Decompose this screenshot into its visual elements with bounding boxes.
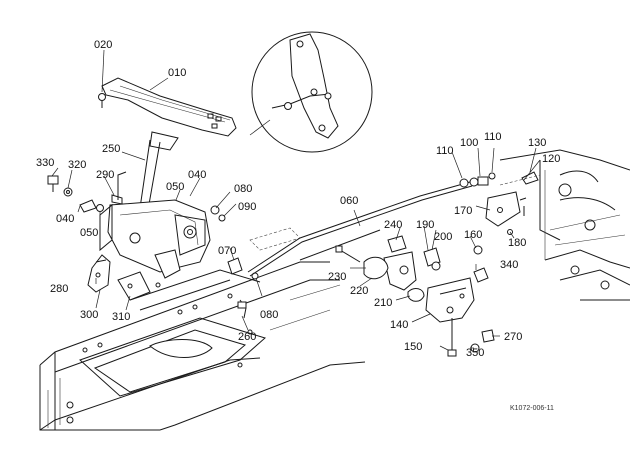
label-140: 140 xyxy=(390,319,408,331)
label-040-left: 040 xyxy=(56,213,74,225)
label-320: 320 xyxy=(68,159,86,171)
label-190: 190 xyxy=(416,219,434,231)
label-060: 060 xyxy=(340,195,358,207)
drawing-reference-code: K1072-006-11 xyxy=(510,405,554,412)
label-080-upper: 080 xyxy=(234,183,252,195)
brake-rod xyxy=(247,178,473,277)
label-260: 260 xyxy=(238,331,256,343)
label-050-left: 050 xyxy=(80,227,98,239)
label-290: 290 xyxy=(96,169,114,181)
label-040-center: 040 xyxy=(188,169,206,181)
label-350: 350 xyxy=(466,347,484,359)
label-300: 300 xyxy=(80,309,98,321)
chassis-frame xyxy=(39,227,366,431)
label-080-lower: 080 xyxy=(260,309,278,321)
label-160: 160 xyxy=(464,229,482,241)
label-280: 280 xyxy=(50,283,68,295)
label-130: 130 xyxy=(528,137,546,149)
label-240: 240 xyxy=(384,219,402,231)
center-assembly xyxy=(335,235,495,357)
label-100: 100 xyxy=(460,137,478,149)
label-340: 340 xyxy=(500,259,518,271)
label-110-left: 110 xyxy=(436,145,454,157)
label-120: 120 xyxy=(542,153,560,165)
label-020: 020 xyxy=(94,39,112,51)
leader-lines xyxy=(51,49,541,351)
lower-brackets xyxy=(87,254,161,301)
label-230: 230 xyxy=(328,271,346,283)
label-010: 010 xyxy=(168,67,186,79)
label-330: 330 xyxy=(36,157,54,169)
pedal-arm xyxy=(99,139,211,279)
label-210: 210 xyxy=(374,297,392,309)
label-310: 310 xyxy=(112,311,130,323)
right-linkage xyxy=(469,171,539,235)
left-fasteners xyxy=(47,93,123,213)
label-180: 180 xyxy=(508,237,526,249)
label-090: 090 xyxy=(238,201,256,213)
linkage-pins xyxy=(210,205,259,319)
label-200: 200 xyxy=(434,231,452,243)
label-220: 220 xyxy=(350,285,368,297)
label-150: 150 xyxy=(404,341,422,353)
detail-inset xyxy=(249,31,373,153)
label-110-right: 110 xyxy=(484,131,502,143)
label-270: 270 xyxy=(504,331,522,343)
label-250: 250 xyxy=(102,143,120,155)
label-050-center: 050 xyxy=(166,181,184,193)
brake-pedal xyxy=(101,77,237,151)
label-170: 170 xyxy=(454,205,472,217)
part-number-labels: 020 010 250 330 320 290 040 050 050 040 … xyxy=(36,39,560,412)
transmission-housing xyxy=(499,149,630,301)
label-070: 070 xyxy=(218,245,236,257)
